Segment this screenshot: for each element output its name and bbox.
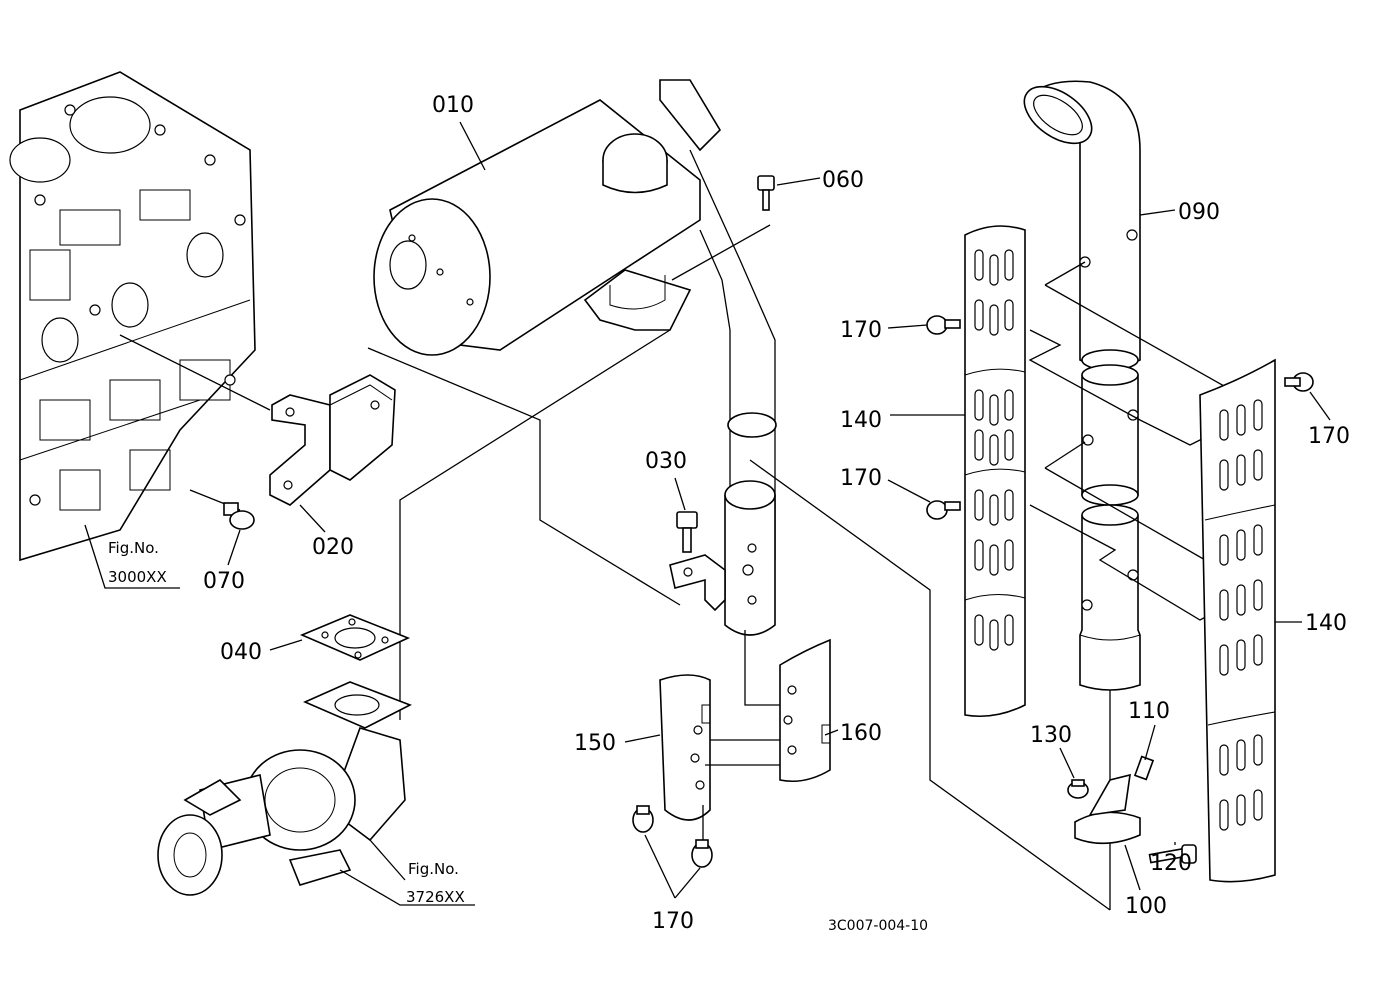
gasket-040 [299,614,411,661]
label-170-left-top: 170 [840,318,882,343]
bolt-070 [223,502,255,530]
label-100: 100 [1125,894,1167,919]
label-130: 130 [1030,723,1072,748]
label-170-bottom: 170 [652,909,694,934]
shield-140-right [1199,358,1276,883]
bolt-170-left-mid [926,500,961,520]
shield-160 [779,638,831,783]
label-020: 020 [312,535,354,560]
engine-fig-label: Fig.No. [108,539,159,557]
shield-150 [659,674,711,821]
bolt-120 [1148,844,1197,864]
turbocharger [157,681,412,896]
label-110: 110 [1128,699,1170,724]
label-170-right: 170 [1308,424,1350,449]
bracket-020 [269,374,396,506]
bolt-170-bottom-left [632,805,654,833]
center-pipe [724,480,776,636]
engine-fig-number: 3000XX [108,568,167,586]
label-060: 060 [822,168,864,193]
label-170-left-mid: 170 [840,466,882,491]
bolt-170-right [1284,372,1314,392]
label-010: 010 [432,93,474,118]
elbow-pipe [727,412,777,438]
label-140-right: 140 [1305,611,1347,636]
bolt-170-left-top [926,315,961,335]
bracket-030 [669,554,726,612]
label-070: 070 [203,569,245,594]
label-150: 150 [574,731,616,756]
label-030: 030 [645,449,687,474]
tailpipe-090 [1023,80,1141,371]
muffler-010 [373,79,722,356]
bolt-170-bottom-right [691,839,713,868]
bolt-030 [676,511,698,553]
pipe-lower [1079,504,1141,691]
bolt-130 [1067,779,1089,799]
label-160: 160 [840,721,882,746]
turbo-fig-label: Fig.No. [408,860,459,878]
clamp-100 [1074,755,1155,845]
shield-140-right-slots [1219,399,1263,831]
drawing-code: 3C007-004-10 [828,918,928,934]
turbo-fig-number: 3726XX [406,888,465,906]
label-140-left: 140 [840,408,882,433]
shield-140-left-slots [974,249,1014,651]
shield-140-left [964,225,1026,718]
bolt-060 [757,175,775,211]
label-040: 040 [220,640,262,665]
label-120: 120 [1150,851,1192,876]
label-090: 090 [1178,200,1220,225]
engine-block [9,71,256,562]
pipe-middle [1081,364,1139,506]
